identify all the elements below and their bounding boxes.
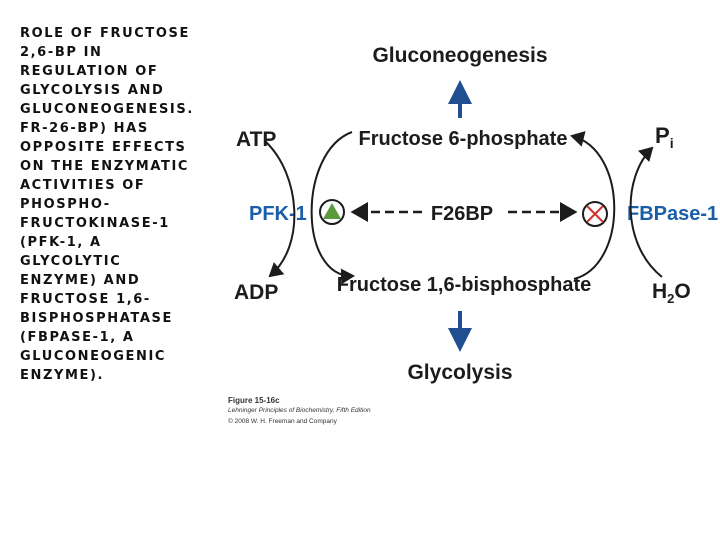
h2o-label: H2O bbox=[652, 280, 691, 306]
atp-label: ATP bbox=[236, 128, 276, 151]
inhibition-icon bbox=[582, 201, 608, 227]
fructose-6-phosphate-label: Fructose 6-phosphate bbox=[359, 128, 568, 150]
adp-label: ADP bbox=[234, 281, 278, 304]
gluconeogenesis-label: Gluconeogenesis bbox=[372, 44, 547, 67]
f26bp-label: F26BP bbox=[431, 203, 493, 225]
pfk1-reaction-curve bbox=[310, 131, 355, 285]
activation-icon bbox=[319, 199, 345, 225]
book-title: Lehninger Principles of Biochemistry, Fi… bbox=[228, 407, 371, 414]
figure-number: Figure 15-16c bbox=[228, 396, 280, 405]
fructose-16-bisphosphate-label: Fructose 1,6-bisphosphate bbox=[337, 274, 592, 296]
h2o-to-pi-curve bbox=[629, 146, 663, 278]
slide-description: ROLE OF FRUCTOSE 2,6-BP IN REGULATION OF… bbox=[20, 26, 194, 383]
glycolysis-label: Glycolysis bbox=[407, 361, 512, 384]
atp-to-adp-curve bbox=[265, 141, 296, 278]
pfk1-label: PFK-1 bbox=[249, 203, 307, 225]
pi-label: Pi bbox=[655, 123, 674, 151]
fbpase1-reaction-curve bbox=[570, 131, 616, 280]
copyright-notice: © 2008 W. H. Freeman and Company bbox=[228, 418, 337, 425]
fbpase1-label: FBPase-1 bbox=[627, 203, 718, 225]
